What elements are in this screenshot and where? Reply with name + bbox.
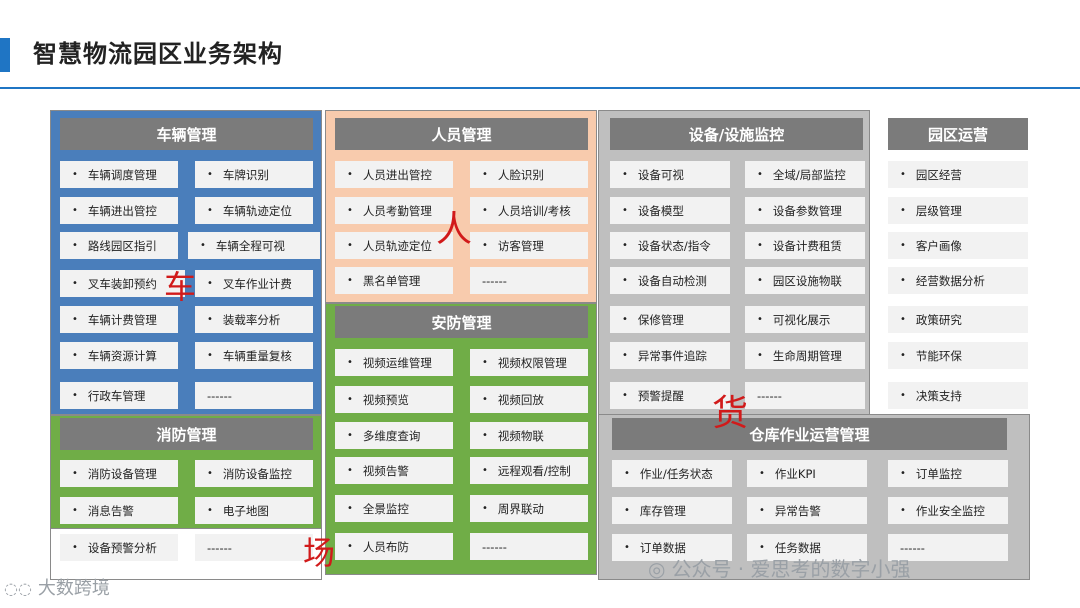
warehouse-header: 仓库作业运营管理 bbox=[612, 418, 1007, 450]
park-item: •园区经营 bbox=[888, 161, 1028, 188]
vehicle-item: •叉车作业计费 bbox=[195, 270, 313, 297]
park-item: •决策支持 bbox=[888, 382, 1028, 409]
security-item: •周界联动 bbox=[470, 495, 588, 522]
personnel-item: •黑名单管理 bbox=[335, 267, 453, 294]
equipment-item: •全域/局部监控 bbox=[745, 161, 865, 188]
fire-item: •消防设备监控 bbox=[195, 460, 313, 487]
watermark-bottom-left: ◌◌大数跨境 bbox=[4, 578, 110, 599]
security-item: •视频回放 bbox=[470, 386, 588, 413]
security-item: •远程观看/控制 bbox=[470, 457, 588, 484]
equipment-item: •园区设施物联 bbox=[745, 267, 865, 294]
fire-item-placeholder: ------ bbox=[195, 534, 313, 561]
warehouse-item: •任务数据 bbox=[747, 534, 867, 561]
park-item: •客户画像 bbox=[888, 232, 1028, 259]
equipment-item: •设备可视 bbox=[610, 161, 730, 188]
vehicle-item: •路线园区指引 bbox=[60, 232, 178, 259]
equipment-item: •设备计费租赁 bbox=[745, 232, 865, 259]
warehouse-item: •作业KPI bbox=[747, 460, 867, 487]
vehicle-item: •行政车管理 bbox=[60, 382, 178, 409]
vehicle-item: •车辆进出管控 bbox=[60, 197, 178, 224]
park-item: •层级管理 bbox=[888, 197, 1028, 224]
security-item: •视频运维管理 bbox=[335, 349, 453, 376]
security-item: •多维度查询 bbox=[335, 422, 453, 449]
warehouse-item-placeholder: ------ bbox=[888, 534, 1008, 561]
security-item: •视频物联 bbox=[470, 422, 588, 449]
watermark-logo-icon: ◌◌ bbox=[4, 579, 32, 598]
equipment-item: •生命周期管理 bbox=[745, 342, 865, 369]
vehicle-item: •车辆计费管理 bbox=[60, 306, 178, 333]
park-item: •节能环保 bbox=[888, 342, 1028, 369]
personnel-item: •人员进出管控 bbox=[335, 161, 453, 188]
park-header: 园区运营 bbox=[888, 118, 1028, 150]
fire-item: •电子地图 bbox=[195, 497, 313, 524]
security-item: •视频权限管理 bbox=[470, 349, 588, 376]
warehouse-item: •订单监控 bbox=[888, 460, 1008, 487]
fire-item: •消息告警 bbox=[60, 497, 178, 524]
warehouse-item: •作业安全监控 bbox=[888, 497, 1008, 524]
personnel-item: •人员考勤管理 bbox=[335, 197, 453, 224]
fire-item: •设备预警分析 bbox=[60, 534, 178, 561]
personnel-item-placeholder: ------ bbox=[470, 267, 588, 294]
security-item: •视频预览 bbox=[335, 386, 453, 413]
vehicle-item: •叉车装卸预约 bbox=[60, 270, 185, 297]
equipment-header: 设备/设施监控 bbox=[610, 118, 863, 150]
vehicle-item-placeholder: ------ bbox=[195, 382, 313, 409]
security-item: •全景监控 bbox=[335, 495, 453, 522]
vehicle-item: •车辆轨迹定位 bbox=[195, 197, 313, 224]
warehouse-item: •作业/任务状态 bbox=[612, 460, 732, 487]
warehouse-item: •异常告警 bbox=[747, 497, 867, 524]
vehicle-item: •车辆调度管理 bbox=[60, 161, 178, 188]
equipment-item-placeholder: ------ bbox=[745, 382, 865, 409]
watermark-bottom-right: ◎公众号 · 爱思考的数字小强 bbox=[648, 557, 911, 581]
equipment-item: •预警提醒 bbox=[610, 382, 730, 409]
personnel-item: •访客管理 bbox=[470, 232, 588, 259]
security-header: 安防管理 bbox=[335, 306, 588, 338]
vehicle-item: •装载率分析 bbox=[195, 306, 313, 333]
personnel-item: •人员培训/考核 bbox=[470, 197, 588, 224]
annotation-personnel: 人 bbox=[436, 209, 473, 250]
personnel-item: •人脸识别 bbox=[470, 161, 588, 188]
vehicle-item: •车辆重量复核 bbox=[195, 342, 313, 369]
annotation-site: 场 bbox=[303, 534, 336, 572]
title-divider bbox=[0, 87, 1080, 89]
equipment-item: •异常事件追踪 bbox=[610, 342, 730, 369]
annotation-goods: 货 bbox=[712, 393, 749, 434]
vehicle-header: 车辆管理 bbox=[60, 118, 313, 150]
equipment-item: •设备参数管理 bbox=[745, 197, 865, 224]
equipment-panel bbox=[598, 110, 870, 415]
personnel-item: •人员轨迹定位 bbox=[335, 232, 453, 259]
equipment-item: •设备模型 bbox=[610, 197, 730, 224]
security-item-placeholder: ------ bbox=[470, 533, 588, 560]
warehouse-item: •库存管理 bbox=[612, 497, 732, 524]
vehicle-item: •车牌识别 bbox=[195, 161, 313, 188]
warehouse-item: •订单数据 bbox=[612, 534, 732, 561]
fire-header: 消防管理 bbox=[60, 418, 313, 450]
park-item: •经营数据分析 bbox=[888, 267, 1028, 294]
page-title: 智慧物流园区业务架构 bbox=[33, 40, 283, 68]
equipment-item: •设备状态/指令 bbox=[610, 232, 730, 259]
equipment-item: •可视化展示 bbox=[745, 306, 865, 333]
wechat-icon: ◎ bbox=[648, 557, 666, 581]
security-item: •人员布防 bbox=[335, 533, 453, 560]
fire-item: •消防设备管理 bbox=[60, 460, 178, 487]
personnel-header: 人员管理 bbox=[335, 118, 588, 150]
security-item: •视频告警 bbox=[335, 457, 453, 484]
title-accent-bar bbox=[0, 38, 10, 72]
equipment-item: •保修管理 bbox=[610, 306, 730, 333]
vehicle-item: •车辆全程可视 bbox=[188, 232, 320, 259]
vehicle-item: •车辆资源计算 bbox=[60, 342, 178, 369]
equipment-item: •设备自动检测 bbox=[610, 267, 730, 294]
park-item: •政策研究 bbox=[888, 306, 1028, 333]
annotation-vehicle: 车 bbox=[164, 268, 197, 306]
